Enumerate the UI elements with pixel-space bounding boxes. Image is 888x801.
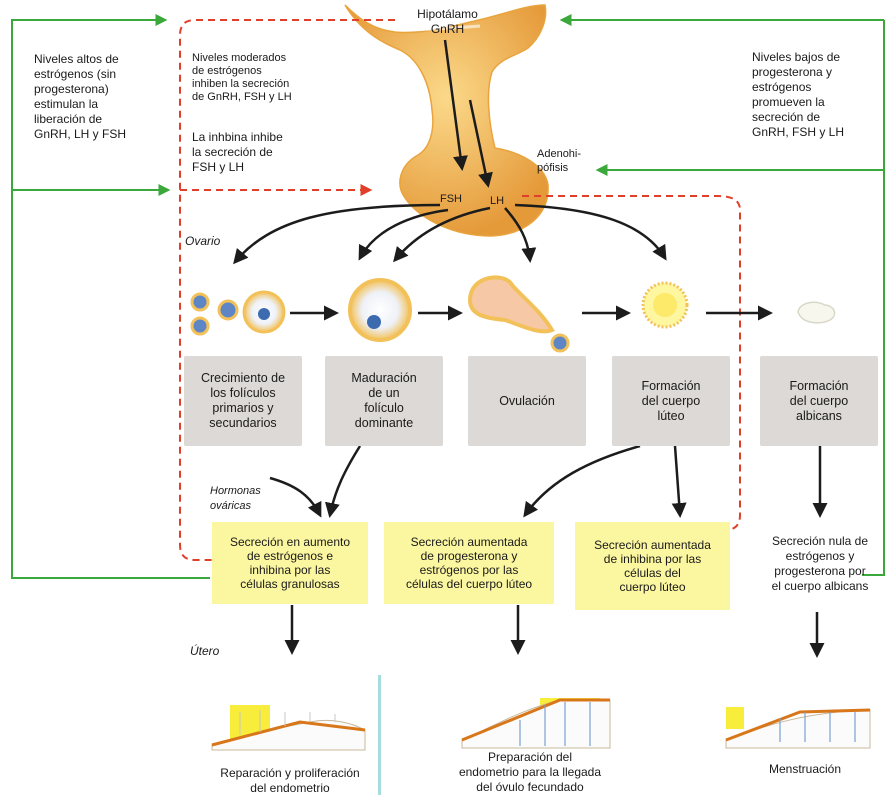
corpus-luteum-illustration	[641, 281, 689, 329]
stage-box-corpus-albicans: Formación del cuerpo albicans	[760, 356, 878, 446]
gonadotropin-arrows	[233, 39, 667, 265]
stage-label: Formación del cuerpo lúteo	[641, 378, 701, 423]
primary-follicles-illustration	[190, 290, 286, 336]
uterus-phase-menstruation: Menstruación	[768, 762, 842, 776]
low-progesterone-note: Niveles bajos de progesterona y estrógen…	[752, 50, 845, 139]
uterus-divider	[378, 675, 381, 795]
corpus-albicans-illustration	[797, 301, 836, 324]
secretion-label: Secreción nula de estrógenos y progester…	[771, 534, 869, 593]
stage-label: Crecimiento de los folículos primarios y…	[200, 371, 286, 430]
moderate-estrogen-note: Niveles moderados de estrógenos inhiben …	[192, 52, 292, 103]
stage-box-corpus-luteum: Formación del cuerpo lúteo	[612, 356, 730, 446]
uterus-phase-proliferation: Reparación y proliferación del endometri…	[220, 766, 360, 795]
endometrium-proliferation-illustration	[211, 705, 366, 751]
endometrium-secretory-illustration	[461, 698, 611, 749]
high-estrogen-note: Niveles altos de estrógenos (sin progest…	[34, 52, 127, 141]
stage-label: Formación del cuerpo albicans	[789, 378, 849, 423]
uterus-arrows	[284, 605, 825, 658]
fsh-label: FSH	[440, 193, 462, 205]
negative-feedback-loop	[179, 19, 741, 561]
secretion-label: Secreción aumentada de progesterona y es…	[405, 535, 533, 591]
secretion-null-albicans: Secreción nula de estrógenos y progester…	[752, 534, 888, 594]
adenohypophysis-label: Adenohi- pófisis	[537, 148, 582, 174]
stage-box-ovulation: Ovulación	[468, 356, 586, 446]
hypothalamus-label: Hipotálamo	[417, 7, 478, 21]
hypothalamus-pituitary-illustration	[344, 4, 549, 237]
stage-box-dominant-follicle: Maduración de un folículo dominante	[325, 356, 443, 446]
stage-label: Maduración de un folículo dominante	[351, 371, 417, 430]
uterus-label: Útero	[190, 644, 220, 658]
secretion-box-estrogen-inhibin: Secreción en aumento de estrógenos e inh…	[212, 522, 368, 604]
ovulation-illustration	[467, 275, 570, 353]
secretion-box-inhibin: Secreción aumentada de inhibina por las …	[575, 522, 730, 610]
gnrh-label: GnRH	[430, 22, 465, 36]
high-estrogen-feedback-arrows	[11, 14, 210, 579]
stage-label: Ovulación	[499, 393, 555, 408]
inhibin-note: La inhbina inhibe la secreción de FSH y …	[192, 130, 283, 174]
ovarian-hormones-label: Hormonas ováricas	[210, 485, 261, 512]
ovary-label: Ovario	[185, 234, 221, 248]
lh-label: LH	[490, 195, 505, 207]
hormone-secretion-arrows	[269, 444, 828, 518]
secretion-label: Secreción en aumento de estrógenos e inh…	[229, 535, 351, 591]
uterus-phase-preparation: Preparación del endometrio para la llega…	[458, 750, 602, 794]
secretion-box-progesterone-estrogen: Secreción aumentada de progesterona y es…	[384, 522, 554, 604]
secretion-label: Secreción aumentada de inhibina por las …	[594, 538, 711, 594]
menstruation-illustration	[725, 707, 871, 749]
low-progesterone-feedback-arrows	[559, 14, 885, 576]
stage-box-follicle-growth: Crecimiento de los folículos primarios y…	[184, 356, 302, 446]
dominant-follicle-illustration	[348, 278, 412, 342]
